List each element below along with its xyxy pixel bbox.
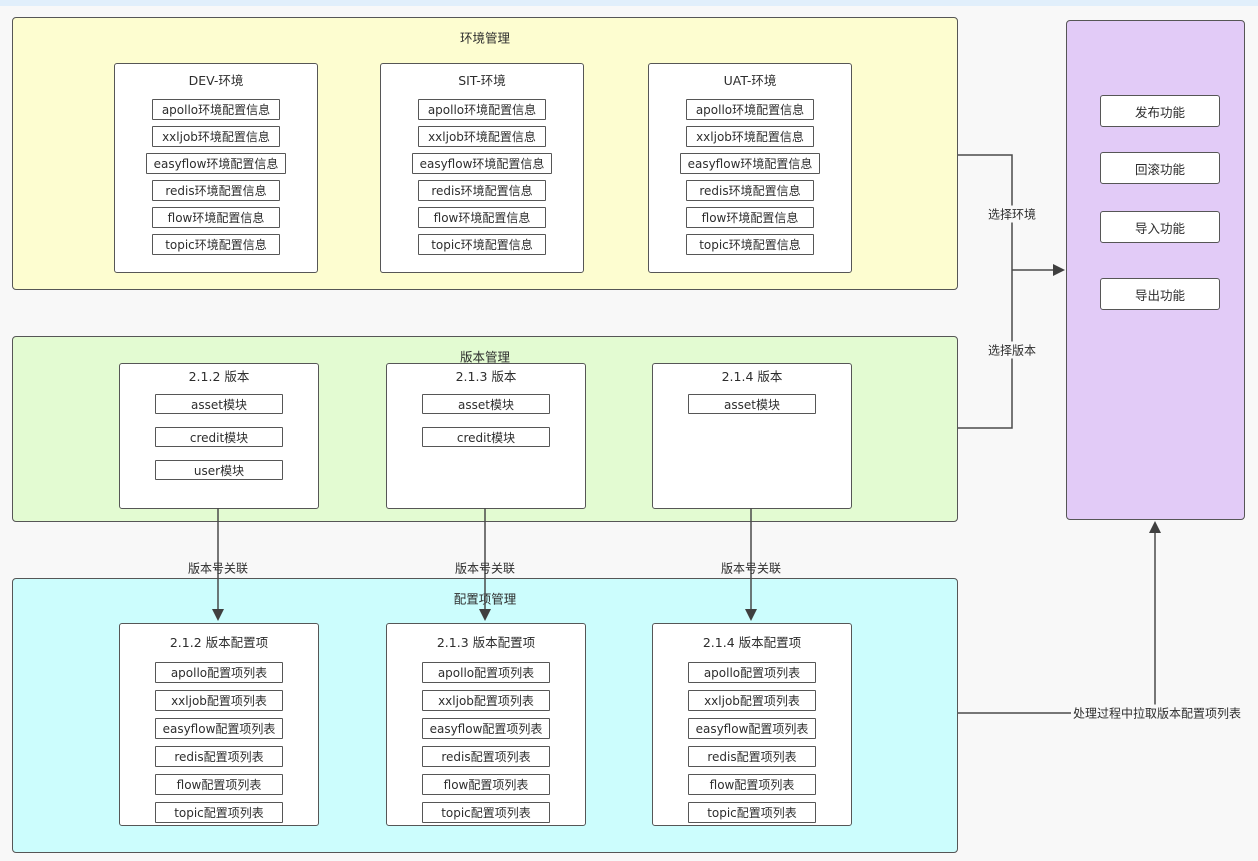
env-management-container: 环境管理 DEV-环境 apollo环境配置信息 xxljob环境配置信息 ea… <box>12 17 958 290</box>
node-item: topic配置项列表 <box>422 802 550 823</box>
version-group-title: 2.1.4 版本 <box>721 369 783 384</box>
config-group-items: apollo配置项列表 xxljob配置项列表 easyflow配置项列表 re… <box>154 662 284 823</box>
config-section-title: 配置项管理 <box>453 591 517 607</box>
node-item: redis环境配置信息 <box>152 180 280 201</box>
node-item: asset模块 <box>688 394 816 414</box>
config-group-title: 2.1.2 版本配置项 <box>169 635 269 650</box>
version-group-title: 2.1.3 版本 <box>455 369 517 384</box>
version-group-items: asset模块 credit模块 <box>422 394 550 447</box>
node-item: xxljob配置项列表 <box>155 690 283 711</box>
node-item: topic配置项列表 <box>155 802 283 823</box>
node-item: easyflow配置项列表 <box>421 718 551 739</box>
node-item: topic配置项列表 <box>688 802 816 823</box>
node-item: redis环境配置信息 <box>418 180 546 201</box>
config-group-items: apollo配置项列表 xxljob配置项列表 easyflow配置项列表 re… <box>421 662 551 823</box>
version-group-items: asset模块 credit模块 user模块 <box>155 394 283 480</box>
env-group-sit: SIT-环境 apollo环境配置信息 xxljob环境配置信息 easyflo… <box>380 63 584 273</box>
node-item: flow环境配置信息 <box>686 207 814 228</box>
edge-label-select-version: 选择版本 <box>985 341 1039 359</box>
config-group-213: 2.1.3 版本配置项 apollo配置项列表 xxljob配置项列表 easy… <box>386 623 586 826</box>
node-item: apollo环境配置信息 <box>152 99 280 120</box>
node-item: asset模块 <box>422 394 550 414</box>
node-item: easyflow配置项列表 <box>687 718 817 739</box>
config-group-214: 2.1.4 版本配置项 apollo配置项列表 xxljob配置项列表 easy… <box>652 623 852 826</box>
node-item: redis配置项列表 <box>422 746 550 767</box>
select-edge-trunk <box>958 154 1013 429</box>
node-item: asset模块 <box>155 394 283 414</box>
node-item: easyflow环境配置信息 <box>145 153 287 174</box>
config-group-title: 2.1.4 版本配置项 <box>702 635 802 650</box>
edge-label-version-link: 版本号关联 <box>187 561 249 576</box>
node-item: apollo配置项列表 <box>422 662 550 683</box>
config-item-management-container: 配置项管理 2.1.2 版本配置项 apollo配置项列表 xxljob配置项列… <box>12 578 958 853</box>
node-item: flow配置项列表 <box>688 774 816 795</box>
env-group-items: apollo环境配置信息 xxljob环境配置信息 easyflow环境配置信息… <box>679 99 821 255</box>
node-item: apollo配置项列表 <box>155 662 283 683</box>
import-function-node: 导入功能 <box>1100 211 1220 243</box>
env-group-dev: DEV-环境 apollo环境配置信息 xxljob环境配置信息 easyflo… <box>114 63 318 273</box>
version-management-container: 版本管理 2.1.2 版本 asset模块 credit模块 user模块 2.… <box>12 336 958 522</box>
node-item: xxljob环境配置信息 <box>686 126 814 147</box>
node-item: xxljob环境配置信息 <box>152 126 280 147</box>
node-item: topic环境配置信息 <box>686 234 814 255</box>
node-item: apollo配置项列表 <box>688 662 816 683</box>
version-group-212: 2.1.2 版本 asset模块 credit模块 user模块 <box>119 363 319 509</box>
node-item: redis配置项列表 <box>155 746 283 767</box>
version-group-213: 2.1.3 版本 asset模块 credit模块 <box>386 363 586 509</box>
env-section-title: 环境管理 <box>459 30 511 46</box>
node-item: user模块 <box>155 460 283 480</box>
node-item: topic环境配置信息 <box>418 234 546 255</box>
edge-label-version-link: 版本号关联 <box>720 561 782 576</box>
node-item: xxljob环境配置信息 <box>418 126 546 147</box>
node-item: xxljob配置项列表 <box>422 690 550 711</box>
env-group-title: DEV-环境 <box>188 73 244 88</box>
edge-label-version-link: 版本号关联 <box>454 561 516 576</box>
arrowhead-up <box>1149 521 1161 533</box>
env-group-items: apollo环境配置信息 xxljob环境配置信息 easyflow环境配置信息… <box>145 99 287 255</box>
top-strip <box>0 0 1258 6</box>
export-function-node: 导出功能 <box>1100 278 1220 310</box>
node-item: easyflow环境配置信息 <box>679 153 821 174</box>
node-item: redis环境配置信息 <box>686 180 814 201</box>
rollback-function-node: 回滚功能 <box>1100 152 1220 184</box>
node-item: topic环境配置信息 <box>152 234 280 255</box>
env-group-title: UAT-环境 <box>723 73 777 88</box>
edge-label-pull-config: 处理过程中拉取版本配置项列表 <box>1071 704 1244 722</box>
edge-label-select-env: 选择环境 <box>985 205 1039 223</box>
node-item: credit模块 <box>422 427 550 447</box>
function-panel: 发布功能 回滚功能 导入功能 导出功能 <box>1066 20 1245 520</box>
node-item: redis配置项列表 <box>688 746 816 767</box>
node-item: easyflow配置项列表 <box>154 718 284 739</box>
node-item: easyflow环境配置信息 <box>411 153 553 174</box>
node-item: apollo环境配置信息 <box>418 99 546 120</box>
config-group-title: 2.1.3 版本配置项 <box>436 635 536 650</box>
config-group-212: 2.1.2 版本配置项 apollo配置项列表 xxljob配置项列表 easy… <box>119 623 319 826</box>
publish-function-node: 发布功能 <box>1100 95 1220 127</box>
env-group-uat: UAT-环境 apollo环境配置信息 xxljob环境配置信息 easyflo… <box>648 63 852 273</box>
version-group-214: 2.1.4 版本 asset模块 <box>652 363 852 509</box>
version-section-title: 版本管理 <box>459 349 511 365</box>
config-group-items: apollo配置项列表 xxljob配置项列表 easyflow配置项列表 re… <box>687 662 817 823</box>
node-item: xxljob配置项列表 <box>688 690 816 711</box>
node-item: credit模块 <box>155 427 283 447</box>
env-group-items: apollo环境配置信息 xxljob环境配置信息 easyflow环境配置信息… <box>411 99 553 255</box>
arrowhead-right <box>1053 264 1065 276</box>
version-group-title: 2.1.2 版本 <box>188 369 250 384</box>
node-item: apollo环境配置信息 <box>686 99 814 120</box>
env-group-title: SIT-环境 <box>458 73 506 88</box>
node-item: flow环境配置信息 <box>152 207 280 228</box>
node-item: flow配置项列表 <box>155 774 283 795</box>
node-item: flow环境配置信息 <box>418 207 546 228</box>
version-group-items: asset模块 <box>688 394 816 414</box>
node-item: flow配置项列表 <box>422 774 550 795</box>
